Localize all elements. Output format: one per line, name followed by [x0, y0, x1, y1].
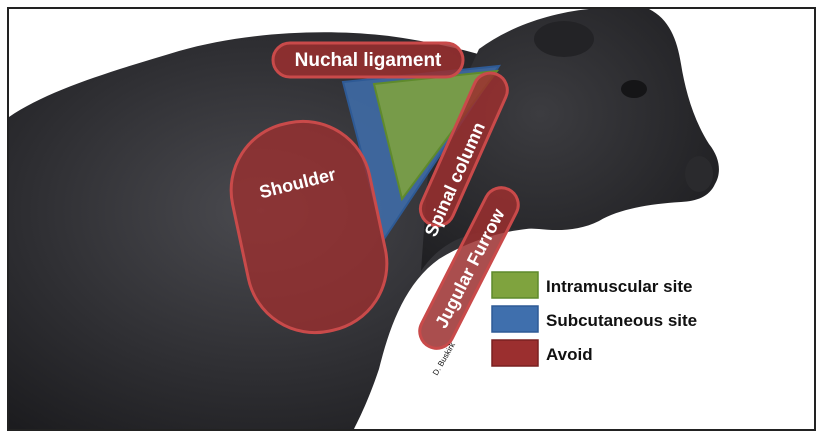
nuchal-ligament-label: Nuchal ligament	[295, 50, 442, 71]
calf-ear	[534, 21, 594, 57]
nuchal-ligament-zone: Nuchal ligament	[273, 43, 463, 77]
legend-swatch-avoid	[492, 340, 538, 366]
diagram-frame: Nuchal ligament Shoulder Spinal column J…	[7, 7, 816, 431]
legend-label-intramuscular: Intramuscular site	[546, 277, 692, 296]
legend-label-subcutaneous: Subcutaneous site	[546, 311, 697, 330]
legend-swatch-subcutaneous	[492, 306, 538, 332]
legend-swatch-intramuscular	[492, 272, 538, 298]
calf-muzzle	[685, 156, 713, 192]
legend: Intramuscular site Subcutaneous site Avo…	[492, 272, 697, 366]
legend-label-avoid: Avoid	[546, 345, 593, 364]
calf-eye	[621, 80, 647, 98]
injection-site-diagram: Nuchal ligament Shoulder Spinal column J…	[9, 9, 814, 429]
